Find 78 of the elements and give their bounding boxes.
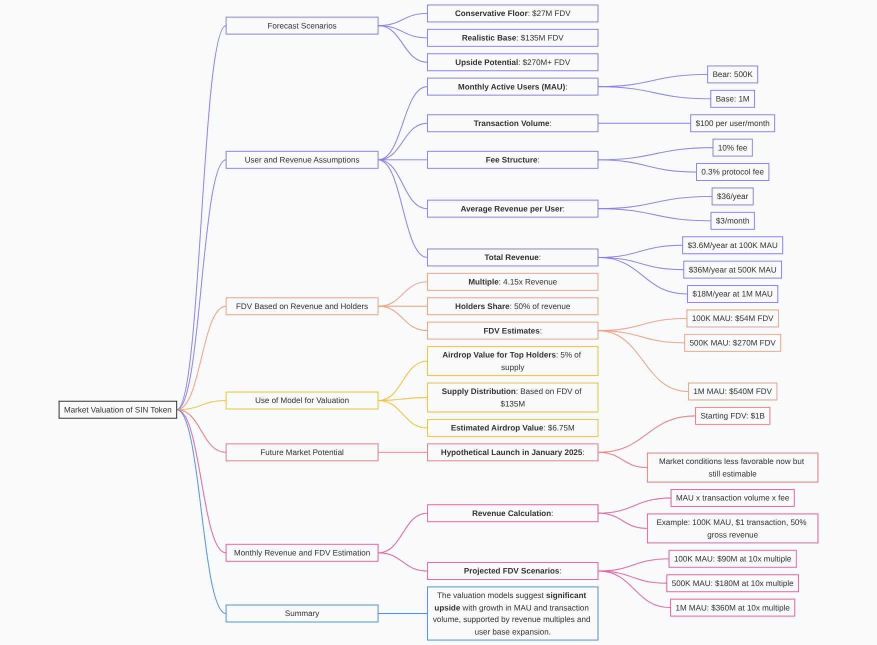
connector xyxy=(598,452,648,468)
node-box: Conservative Floor: $27M FDV xyxy=(427,4,598,22)
connector xyxy=(598,159,697,172)
node-box: 100K MAU: $90M at 10x multiple xyxy=(668,550,797,568)
node-box: Multiple: 4.15x Revenue xyxy=(427,272,598,291)
node-box: Hypothetical Launch in January 2025: xyxy=(427,443,598,462)
node-box: Market conditions less favorable now but still estimable xyxy=(646,452,818,483)
connector xyxy=(378,512,428,554)
connector xyxy=(598,256,688,294)
node-box: 1M MAU: $360M at 10x multiple xyxy=(670,598,796,617)
connector xyxy=(598,498,672,514)
connector xyxy=(176,409,227,453)
connector xyxy=(598,208,712,222)
node-box: $36M/year at 500K MAU xyxy=(683,260,782,279)
node-box: Total Revenue: xyxy=(427,248,598,266)
node-box: Holders Share: 50% of revenue xyxy=(427,297,598,316)
node-box: Realistic Base: $135M FDV xyxy=(427,28,598,47)
connector xyxy=(378,452,428,453)
node-box: FDV Estimates: xyxy=(427,322,598,340)
node-box: Estimated Airdrop Value: $6.75M xyxy=(427,418,598,437)
connector xyxy=(176,409,227,554)
node-box: $36/year xyxy=(712,187,754,206)
node-box: $18M/year at 1M MAU xyxy=(687,285,778,303)
connector xyxy=(176,409,227,614)
connector xyxy=(378,552,428,572)
node-box: Upside Potential: $270M+ FDV xyxy=(427,53,598,72)
node-box: Example: 100K MAU, $1 transaction, 50% gross revenue xyxy=(646,513,818,544)
node-box: User and Revenue Assumptions xyxy=(226,150,379,169)
connector xyxy=(598,330,689,392)
node-box: Average Revenue per User: xyxy=(427,200,598,218)
node-box: MAU x transaction volume x fee xyxy=(670,489,795,507)
node-box: Summary xyxy=(226,604,379,622)
node-box: FDV Based on Revenue and Holders xyxy=(226,297,379,316)
node-box: Transaction Volume: xyxy=(427,114,598,132)
connector xyxy=(378,86,428,160)
connector xyxy=(598,512,648,529)
connector xyxy=(378,25,428,63)
connector xyxy=(378,613,428,614)
connector xyxy=(598,86,712,100)
connector xyxy=(176,25,227,410)
node-box: Use of Model for Valuation xyxy=(226,392,379,410)
node-box: $3.6M/year at 100K MAU xyxy=(682,236,784,254)
connector xyxy=(378,25,428,38)
node-box: Forecast Scenarios xyxy=(226,16,379,35)
connector xyxy=(378,306,428,332)
connector xyxy=(598,330,686,344)
connector xyxy=(378,159,428,210)
connector xyxy=(378,400,428,428)
node-box: Revenue Calculation: xyxy=(427,504,598,522)
node-box: Supply Distribution: Based on FDV of $135M xyxy=(427,382,598,412)
connector xyxy=(176,159,227,410)
connector xyxy=(598,415,696,453)
node-box: Starting FDV: $1B xyxy=(695,406,770,425)
connector xyxy=(378,122,428,160)
node-box: 1M MAU: $540M FDV xyxy=(688,382,778,400)
node-box: Monthly Active Users (MAU): xyxy=(427,78,598,96)
node-box: Base: 1M xyxy=(710,90,756,108)
node-box: The valuation models suggest significant upside with growth in MAU and transaction volume, supported by revenue multiples and user base expansion. xyxy=(427,586,598,641)
node-box: 500K MAU: $180M at 10x multiple xyxy=(666,574,799,592)
connector xyxy=(176,400,227,410)
node-box: Monthly Revenue and FDV Estimation xyxy=(226,544,379,562)
node-box: $3/month xyxy=(710,212,755,230)
node-box: Projected FDV Scenarios: xyxy=(427,562,598,580)
node-box: 0.3% protocol fee xyxy=(696,163,770,181)
node-box: Market Valuation of SIN Token xyxy=(58,400,178,419)
node-box: Bear: 500K xyxy=(707,65,758,84)
connector xyxy=(378,281,428,307)
connector xyxy=(378,159,428,258)
node-box: Fee Structure: xyxy=(427,150,598,169)
node-box: Future Market Potential xyxy=(226,443,379,462)
connector xyxy=(176,306,227,410)
node-box: 500K MAU: $270M FDV xyxy=(684,334,782,352)
node-box: 100K MAU: $54M FDV xyxy=(686,309,779,328)
node-box: $100 per user/month xyxy=(690,114,776,132)
connector xyxy=(598,570,672,608)
connector xyxy=(598,122,692,124)
node-box: 10% fee xyxy=(712,138,753,157)
node-box: Airdrop Value for Top Holders: 5% of supply xyxy=(427,346,598,376)
